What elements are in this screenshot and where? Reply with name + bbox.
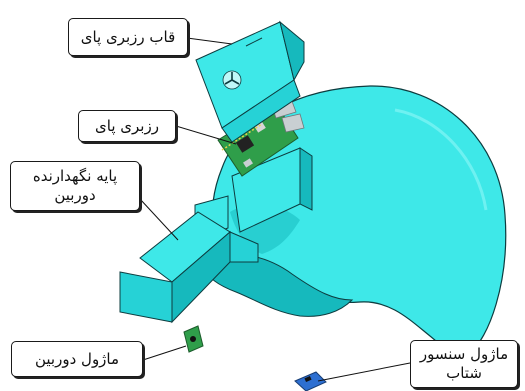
label-accel-sensor: ماژول سنسور شتاب xyxy=(410,340,518,388)
leader-line-camera-module xyxy=(142,345,187,361)
label-camera-holder-line1: پایه نگهدارنده xyxy=(32,167,118,185)
label-accel-sensor-line1: ماژول سنسور xyxy=(419,345,509,363)
leader-line-accel-sensor xyxy=(317,362,411,382)
fan-icon xyxy=(222,70,242,90)
label-camera-module: ماژول دوربین xyxy=(11,341,143,377)
label-pi-case-text: قاب رزبری پای xyxy=(80,27,176,46)
label-raspberry-pi: رزبری پای xyxy=(78,110,176,142)
camera-module xyxy=(183,325,204,353)
label-accel-sensor-line2: شتاب xyxy=(446,364,482,382)
label-camera-module-text: ماژول دوربین xyxy=(34,349,120,368)
leader-line-pi-case xyxy=(186,37,233,45)
leader-lines xyxy=(139,37,411,382)
label-camera-holder: پایه نگهدارنده دوربین xyxy=(10,161,140,211)
label-raspberry-pi-text: رزبری پای xyxy=(95,116,159,135)
camera-holder-bracket xyxy=(119,195,259,324)
leader-line-raspberry-pi xyxy=(175,125,237,145)
helmet-rim xyxy=(199,253,354,317)
leader-line-camera-holder xyxy=(139,198,179,241)
accel-sensor-module xyxy=(294,371,327,391)
helmet-highlight xyxy=(394,108,488,211)
raspberry-pi-case xyxy=(195,20,305,143)
label-camera-holder-line2: دوربین xyxy=(54,186,96,204)
label-pi-case: قاب رزبری پای xyxy=(68,18,188,56)
